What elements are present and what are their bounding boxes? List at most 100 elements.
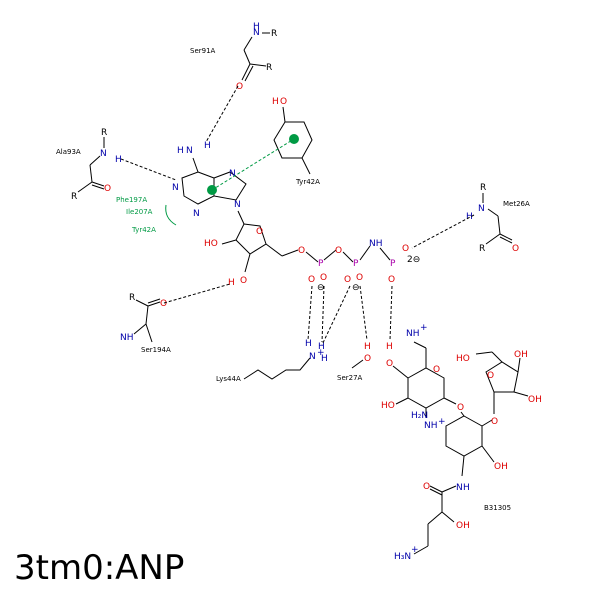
hydrogen-bonds [120, 85, 475, 346]
o3g: O [388, 275, 395, 285]
lys44-chain [243, 357, 311, 380]
n9-c1 [237, 210, 245, 225]
hb-lys44-c [321, 285, 351, 346]
hb-b31305 [389, 285, 393, 341]
b-ho: HO [381, 401, 395, 411]
pb-n [359, 245, 371, 261]
lys44-label: Lys44A [216, 375, 241, 383]
ile207-label: Ile207A [126, 208, 153, 216]
ser91-bond-3 [249, 63, 267, 67]
met26-co2 [499, 236, 513, 244]
b-o3: O [491, 417, 498, 427]
tyr42-label: Tyr42A [295, 178, 320, 186]
ala93-r: R [101, 128, 107, 138]
tyr-tail [301, 157, 311, 175]
lys-n: N [309, 352, 316, 362]
met26-bond-2 [497, 215, 501, 235]
hydrophobic-arc [165, 204, 177, 226]
b-nh2a-plus: + [420, 323, 428, 333]
ser27-h: H [364, 342, 371, 352]
b-amide1 [441, 485, 457, 493]
ala93-n: N [100, 149, 107, 159]
b-o2: O [457, 403, 464, 413]
pa: P [318, 259, 324, 269]
charge-2: 2⊖ [407, 255, 420, 265]
residue-met26: R N H R O Met26A [466, 183, 530, 254]
lys-charge: + [317, 348, 325, 358]
ser91-r: R [271, 29, 277, 39]
ser194-label: Ser194A [141, 346, 171, 354]
ser194-bond-2 [133, 323, 147, 335]
ser27-bond [351, 359, 364, 369]
tyr-o2: O [280, 97, 287, 107]
ser91-r2: R [266, 63, 272, 73]
c2-oh [221, 239, 237, 245]
residue-tyr42-ring: H O Tyr42A [272, 97, 320, 186]
pb: P [353, 259, 359, 269]
b-oh6 [513, 391, 529, 397]
o2b: O [356, 273, 363, 283]
b-oh3 [481, 445, 495, 463]
met26-o: O [512, 244, 519, 254]
hb-ala93 [120, 158, 177, 181]
ligand-b31305: H O NH + O HO H₂N NH + O O OH N H O OH [381, 323, 542, 562]
ser194-bond-1 [145, 305, 149, 325]
c6-n6 [192, 157, 199, 173]
lys-h2: H [318, 342, 325, 352]
tyr42-contact-label: Tyr42A [131, 226, 156, 234]
met26-bond-3 [485, 233, 501, 245]
c3-o [244, 253, 251, 273]
b-o1: O [386, 359, 393, 369]
ser194-co2 [147, 298, 161, 304]
o1g: O [402, 244, 409, 254]
ala93-bond-1 [89, 155, 101, 166]
b-ch2 [413, 341, 427, 349]
n7: N [229, 169, 236, 179]
b-o2-ring [460, 411, 465, 417]
ala93-r2: R [71, 192, 77, 202]
hb-lys44-a [307, 285, 313, 341]
ala93-h: H [115, 155, 122, 165]
met26-r: R [480, 183, 486, 193]
ala93-o: O [104, 184, 111, 194]
ala93-bond-2 [89, 164, 93, 183]
ser91-bond-1 [243, 36, 253, 51]
b-oh5 [517, 357, 521, 373]
ala93-bond-3 [77, 181, 93, 193]
tyr-oh-bond [282, 106, 286, 123]
ser194-bond-r [135, 299, 149, 307]
residue-ala93: R N H R O Ala93A [56, 128, 122, 202]
hb-ser27 [359, 285, 368, 341]
ser91-o: O [236, 82, 243, 92]
ala93-co [91, 181, 105, 187]
minus-a: ⊖ [317, 283, 325, 293]
c4-c5 [265, 243, 283, 257]
b-nh3-2: NH [424, 421, 438, 431]
ser194-co [147, 301, 161, 307]
ala93-label: Ala93A [56, 148, 81, 156]
b-h: H [386, 342, 393, 352]
b-h3n: H₃N [394, 552, 411, 562]
phe197-label: Phe197A [116, 196, 147, 204]
b-ring-b [445, 415, 483, 457]
n6-h2: H [204, 141, 211, 151]
b-oh6-label: OH [528, 395, 542, 405]
n6: H [177, 146, 184, 156]
ligand2-label: B31305 [484, 504, 511, 512]
residue-lys44: Lys44A H H N + H [216, 339, 328, 383]
residue-ser194: R O NH Ser194A [120, 293, 171, 354]
b-nh3-label: H₂N [411, 411, 428, 421]
oab: O [335, 246, 342, 256]
o1b: O [344, 275, 351, 285]
page-title: 3tm0:ANP [14, 548, 185, 588]
n3: N [193, 209, 200, 219]
nbg: NH [369, 239, 383, 249]
b-h3n-plus: + [411, 545, 419, 555]
n1: N [172, 183, 179, 193]
o3: O [240, 276, 247, 286]
b-ch2oh2 [475, 351, 493, 355]
b-ch2oh [491, 351, 503, 363]
o2a: O [320, 273, 327, 283]
ser91-bond-2 [243, 49, 251, 65]
